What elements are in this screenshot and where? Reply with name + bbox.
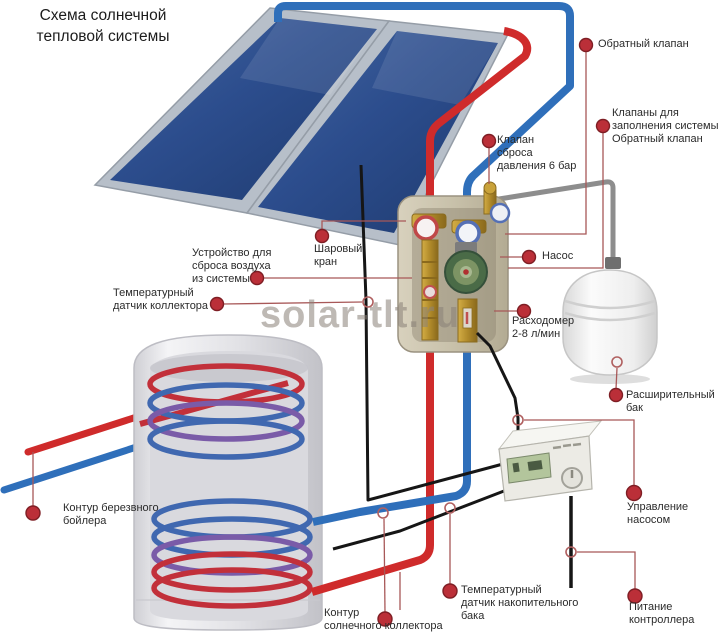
controller [497,420,603,502]
marker-dot [625,484,643,502]
ring-collector-sensor [362,296,374,308]
marker-dot [314,228,330,244]
marker-dot [521,249,537,265]
boiler-circuit-pipes [0,410,156,494]
cold-pipe-down [312,342,471,526]
cold-thermometer [455,220,481,246]
marker-dots [25,37,643,627]
solar-collector-panels [93,7,510,246]
marker-dot [578,37,594,53]
marker-dot [627,588,643,604]
marker-dot [608,387,624,403]
marker-dot [377,611,393,627]
ring-power [565,546,577,558]
circulation-pump [444,242,488,294]
marker-dot [516,303,532,319]
tank-sensor-wire [332,489,505,551]
solar-coil [151,498,313,609]
marker-dot [442,583,458,599]
expansion-tank [562,269,658,384]
marker-dot [595,118,611,134]
ring-markers [362,296,623,558]
marker-dot [481,133,497,149]
pump-station [397,181,511,353]
ring-pump-control [512,414,524,426]
hot-pipe-down [310,352,434,596]
expansion-pipe [498,179,621,269]
callout-lines [32,51,636,614]
diagram-title: Схема солнечной тепловой системы [36,7,170,45]
marker-dot [209,296,225,312]
ring-collector-circuit [377,507,389,519]
boiler-coil [139,363,305,460]
hot-thermometer [413,215,439,241]
cold-pipe-top [274,2,574,250]
flow-meter-device [457,298,478,343]
marker-dot [249,270,265,286]
marker-dot [25,505,41,521]
collector-sensor-wire [359,164,504,502]
air-gauge [489,202,511,224]
hot-pipe-top [426,27,532,250]
collector-pipes [274,2,574,596]
ring-tank-sensor [444,502,456,514]
ring-expansion-tank [611,356,623,368]
